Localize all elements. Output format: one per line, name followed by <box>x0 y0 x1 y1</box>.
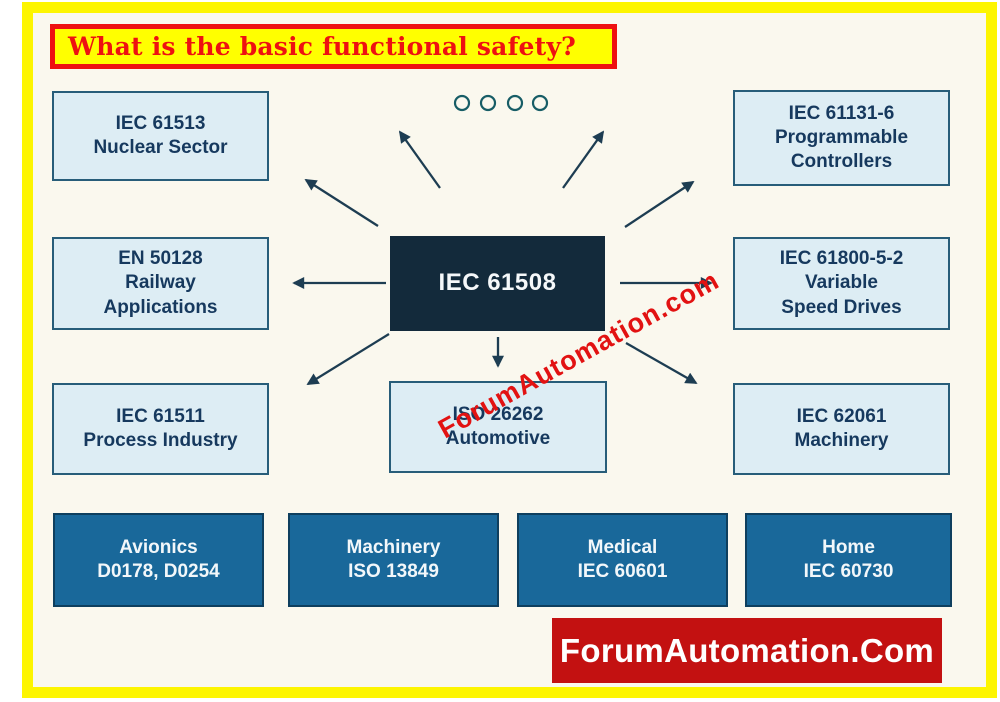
page-title: What is the basic functional safety? <box>50 24 617 69</box>
node-code: IEC 60730 <box>803 561 894 582</box>
node-iec-61513-nuclear: IEC 61513 Nuclear Sector <box>52 91 269 181</box>
node-iec-61508-center: IEC 61508 <box>390 236 605 331</box>
node-label: Variable Speed Drives <box>781 272 902 318</box>
node-iec-61800-5-2-drives: IEC 61800-5-2 Variable Speed Drives <box>733 237 950 330</box>
node-iec-61511-process: IEC 61511 Process Industry <box>52 383 269 475</box>
page-title-text: What is the basic functional safety? <box>68 32 576 61</box>
node-code: IEC 61131-6 <box>788 102 895 124</box>
node-label: Avionics <box>119 536 198 558</box>
center-node-label: IEC 61508 <box>438 269 557 297</box>
node-label: Nuclear Sector <box>93 137 228 158</box>
node-iec-62061-machinery: IEC 62061 Machinery <box>733 383 950 475</box>
node-iso-26262-automotive: ISO 26262 Automotive <box>389 381 607 473</box>
node-code: IEC 60601 <box>577 561 668 582</box>
node-code: D0178, D0254 <box>97 561 220 582</box>
node-code: ISO 26262 <box>452 403 544 425</box>
forumautomation-banner: ForumAutomation.Com <box>552 618 942 683</box>
node-medical-iec-60601: Medical IEC 60601 <box>517 513 728 607</box>
node-label: Process Industry <box>83 430 238 451</box>
node-machinery-iso-13849: Machinery ISO 13849 <box>288 513 499 607</box>
node-label: Programmable Controllers <box>774 126 909 173</box>
node-avionics: Avionics D0178, D0254 <box>53 513 264 607</box>
node-label: Railway Applications <box>103 272 218 318</box>
node-code: IEC 61511 <box>116 405 205 427</box>
node-label: Machinery <box>794 430 889 451</box>
node-iec-61131-6-controllers: IEC 61131-6 Programmable Controllers <box>733 90 950 186</box>
node-home-iec-60730: Home IEC 60730 <box>745 513 952 607</box>
node-code: IEC 62061 <box>796 405 887 427</box>
node-label: Medical <box>587 536 658 558</box>
node-en-50128-railway: EN 50128 Railway Applications <box>52 237 269 330</box>
node-code: IEC 61513 <box>115 112 206 134</box>
node-label: Automotive <box>445 428 551 449</box>
node-code: EN 50128 <box>118 248 203 270</box>
node-code: IEC 61800-5-2 <box>779 248 904 270</box>
node-code: ISO 13849 <box>348 561 439 582</box>
banner-text: ForumAutomation.Com <box>559 631 935 669</box>
node-label: Home <box>822 536 875 558</box>
node-label: Machinery <box>346 536 441 558</box>
